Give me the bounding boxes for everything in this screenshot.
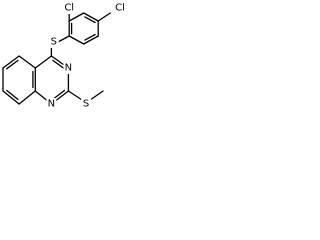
- bond: [97, 12, 111, 22]
- bond: [83, 35, 99, 45]
- bond: [2, 55, 20, 69]
- bond: [57, 35, 70, 43]
- bond: [34, 55, 53, 69]
- bond: [18, 55, 36, 69]
- bond: [83, 12, 99, 22]
- bond: [89, 90, 104, 101]
- atom-n-upper: N: [63, 62, 74, 74]
- bond: [52, 59, 66, 70]
- atom-labels: Cl Cl S N N S: [46, 2, 127, 110]
- atom-s-methylthio: S: [81, 98, 92, 110]
- atom-label-cl-top-left: Cl: [64, 3, 74, 14]
- bond: [68, 35, 85, 45]
- atom-label-n-upper: N: [65, 63, 72, 74]
- bond: [84, 33, 96, 41]
- bond: [84, 16, 96, 24]
- bond: [52, 89, 66, 101]
- bond: [2, 90, 20, 105]
- atom-label-s-methylthio: S: [83, 99, 89, 110]
- bond: [67, 90, 83, 101]
- atom-n-lower: N: [46, 98, 57, 110]
- atom-label-n-lower: N: [48, 99, 55, 110]
- atom-cl-top-left: Cl: [62, 2, 77, 14]
- bond: [18, 90, 36, 105]
- atom-label-cl-top-right: Cl: [115, 3, 125, 14]
- bond: [6, 89, 19, 101]
- bond: [68, 12, 85, 22]
- atom-label-s-thioether: S: [51, 37, 57, 48]
- bond-layer: [2, 11, 111, 105]
- chemical-structure: Cl Cl S N N S: [2, 2, 127, 110]
- atom-cl-top-right: Cl: [113, 2, 127, 14]
- bond: [6, 59, 19, 70]
- atom-s-thioether: S: [48, 36, 59, 48]
